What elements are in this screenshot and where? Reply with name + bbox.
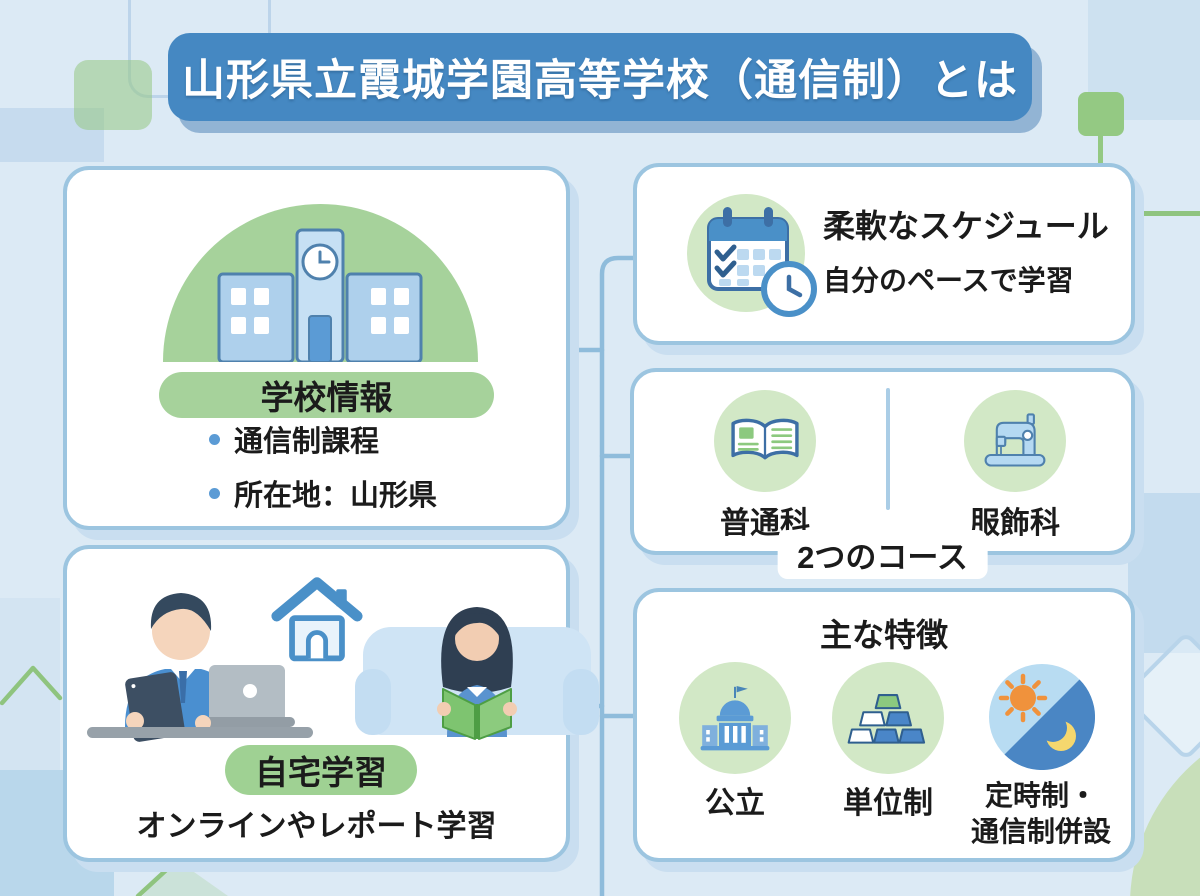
feature2-icon-circle [832,662,944,774]
connector-trunk [599,255,637,896]
calendar-clock-icon [707,207,817,317]
school-info-bullet-list: 通信制課程 所在地：山形県 [209,418,437,526]
home-study-label-pill: 自宅学習 [225,745,417,795]
government-building-icon [700,686,770,751]
courses-caption: 2つのコース [777,530,988,579]
feature1-label: 公立 [705,787,765,820]
school-info-card: 学校情報 通信制課程 所在地：山形県 [63,166,570,530]
man-studying-illustration [87,593,313,742]
schedule-subheading: 自分のペースで学習 [823,265,1074,296]
home-study-caption: オンラインやレポート学習 [136,810,497,843]
sewing-machine-icon [984,413,1046,467]
feature3-label: 定時制・ 通信制併設 [953,778,1129,851]
page-title: 山形県立霞城学園高等学校（通信制）とは [182,57,1018,105]
school-info-label: 学校情報 [260,379,393,416]
bullet-dot-icon [209,487,220,499]
bullet-item: 所在地：山形県 [209,472,437,514]
course1-icon-circle [714,390,816,492]
day-night-icon [989,664,1096,771]
bullet-text: 通信制課程 [234,426,380,458]
bg-green-stem-decoration [1098,134,1103,165]
title-banner: 山形県立霞城学園高等学校（通信制）とは [168,33,1032,121]
credit-blocks-icon [847,694,926,744]
feature3-label-line2: 通信制併設 [970,816,1111,848]
bullet-dot-icon [209,433,220,445]
bg-green-square-topleft-decoration [74,60,152,130]
school-info-label-pill: 学校情報 [159,372,494,418]
feature1-icon-circle [679,662,791,774]
home-study-label: 自宅学習 [255,754,387,791]
feature3-label-line1: 定時制・ [984,780,1097,811]
feature2-label: 単位制 [843,787,933,820]
schedule-card: 柔軟なスケジュール 自分のペースで学習 [633,163,1135,345]
features-card: 主な特徴 [633,588,1135,862]
bg-blue-block-right-decoration [1128,493,1200,653]
schedule-heading: 柔軟なスケジュール [823,208,1109,244]
bg-green-chevron-decoration [0,665,63,706]
open-book-icon [731,418,799,460]
course-divider [886,388,890,510]
bullet-text: 所在地：山形県 [234,480,438,512]
schedule-text-block: 柔軟なスケジュール 自分のペースで学習 [823,201,1109,299]
courses-card: 普通科 服飾科 2つのコース [630,368,1135,579]
green-dome-decoration [163,204,478,362]
bg-green-square-topright-decoration [1078,92,1124,136]
bullet-item: 通信制課程 [209,418,437,460]
bg-green-line-right-decoration [1137,211,1200,216]
feature3-icon-circle [989,664,1096,771]
courses-caption-badge: 2つのコース [777,530,988,579]
woman-reading-illustration [355,607,599,740]
home-study-card: 自宅学習 オンラインやレポート学習 [63,545,599,862]
features-heading: 主な特徴 [819,617,948,653]
course2-icon-circle [964,390,1066,492]
school-building-icon [217,228,423,362]
bg-green-diagonal-decoration [135,859,228,896]
house-icon [271,577,363,662]
